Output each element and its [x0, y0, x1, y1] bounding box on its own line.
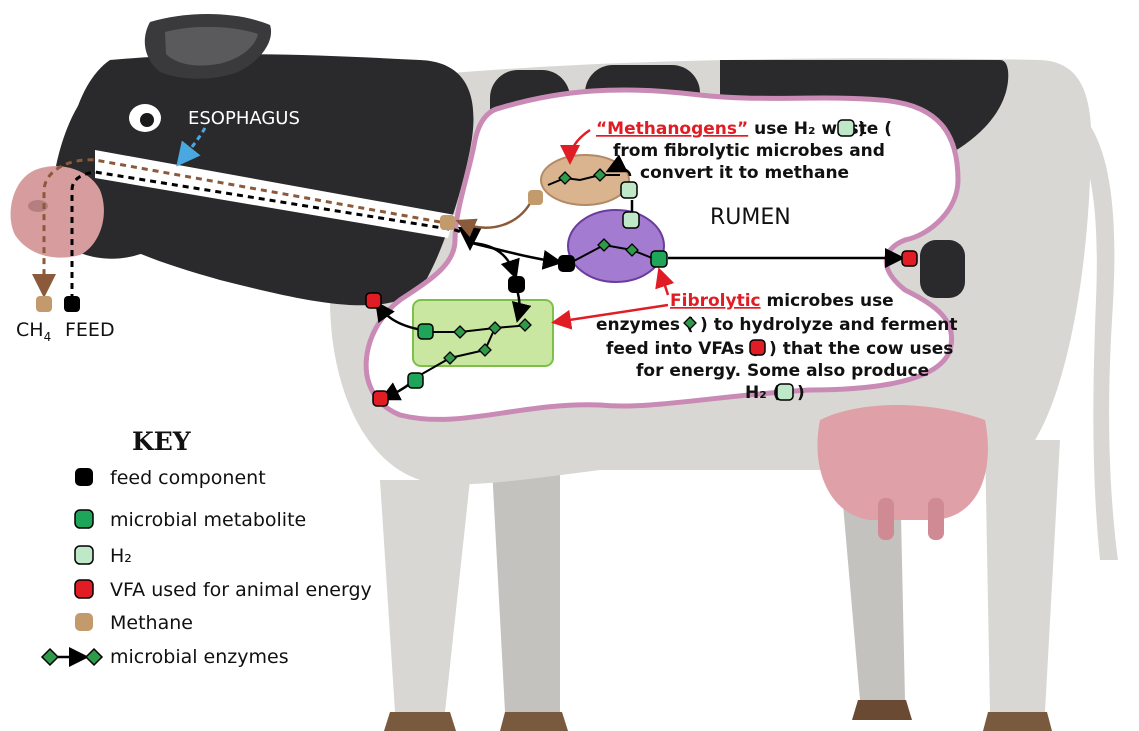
metabolite-node-box-bottom: [408, 373, 423, 388]
cow-hoof-1: [384, 712, 456, 731]
legend-metabolite-label: microbial metabolite: [110, 509, 306, 531]
svg-text:H₂ (: H₂ (: [745, 383, 780, 403]
feed-node-nose: [64, 296, 80, 312]
cow-teat-1: [878, 498, 894, 540]
h2-node-1: [623, 212, 639, 228]
cow-front-leg: [380, 480, 470, 712]
methanogens-annotation: “Methanogens” use H₂ waste ( ) from fibr…: [596, 119, 892, 183]
methanogen-blob: [541, 155, 629, 205]
svg-text:): ): [797, 383, 805, 403]
svg-text:) to hydrolyze and ferment: ) to hydrolyze and ferment: [700, 315, 958, 335]
svg-text:for energy. Some also produce: for energy. Some also produce: [636, 361, 929, 381]
vfa-inline-icon: [750, 340, 765, 355]
cow-pupil: [140, 113, 154, 127]
vfa-node-top: [366, 293, 381, 308]
cow-patch-4: [920, 240, 965, 298]
legend-h2-icon: [75, 546, 93, 564]
feed-label: FEED: [65, 319, 115, 341]
vfa-node-bottom: [373, 391, 388, 406]
legend-vfa-icon: [75, 580, 93, 598]
metabolite-node-blob: [651, 251, 667, 267]
svg-text:from fibrolytic microbes and: from fibrolytic microbes and: [613, 141, 885, 161]
cow-hoof-3: [852, 700, 912, 720]
legend: KEY feed component microbial metabolite …: [42, 427, 372, 668]
svg-text:Fibrolytic microbes use: Fibrolytic microbes use: [670, 291, 894, 311]
legend-h2-label: H₂: [110, 545, 132, 567]
methane-node-esophagus: [440, 215, 455, 230]
legend-methane-icon: [75, 613, 93, 631]
esophagus-label: ESOPHAGUS: [188, 108, 300, 129]
methane-node-nose: [36, 296, 52, 312]
feed-node-box: [508, 276, 525, 293]
h2-inline-icon: [838, 120, 854, 136]
cow-teat-2: [928, 498, 944, 540]
ch4-label: CH4: [16, 319, 51, 344]
svg-text:enzymes (: enzymes (: [596, 315, 694, 335]
metabolite-node-box-top: [418, 324, 433, 339]
legend-metabolite-icon: [75, 510, 93, 528]
cow-udder: [817, 405, 987, 520]
cow-hoof-2: [500, 712, 568, 731]
legend-enzyme-icon: [42, 649, 102, 665]
fibrolytic-blob: [568, 210, 664, 282]
svg-text:feed into VFAs (: feed into VFAs (: [606, 339, 758, 359]
legend-feed-label: feed component: [110, 467, 266, 489]
svg-text:): ): [858, 119, 866, 139]
cow-hoof-4: [983, 712, 1052, 731]
legend-enzyme-label: microbial enzymes: [110, 646, 289, 668]
svg-text:) that the cow uses: ) that the cow uses: [769, 339, 953, 359]
legend-title: KEY: [132, 427, 192, 456]
legend-feed-icon: [75, 468, 93, 486]
legend-vfa-label: VFA used for animal energy: [110, 579, 372, 601]
methane-node-rumen: [528, 190, 543, 205]
vfa-node-out: [902, 251, 917, 266]
rumen-label: RUMEN: [710, 205, 791, 230]
h2-inline-icon: [777, 384, 793, 400]
feed-node-rumen: [558, 255, 575, 272]
cow-muzzle: [11, 166, 104, 258]
cow-back-leg: [985, 440, 1060, 712]
legend-methane-label: Methane: [110, 612, 193, 634]
svg-text:convert it to methane: convert it to methane: [640, 163, 849, 183]
h2-node-2: [621, 182, 637, 198]
